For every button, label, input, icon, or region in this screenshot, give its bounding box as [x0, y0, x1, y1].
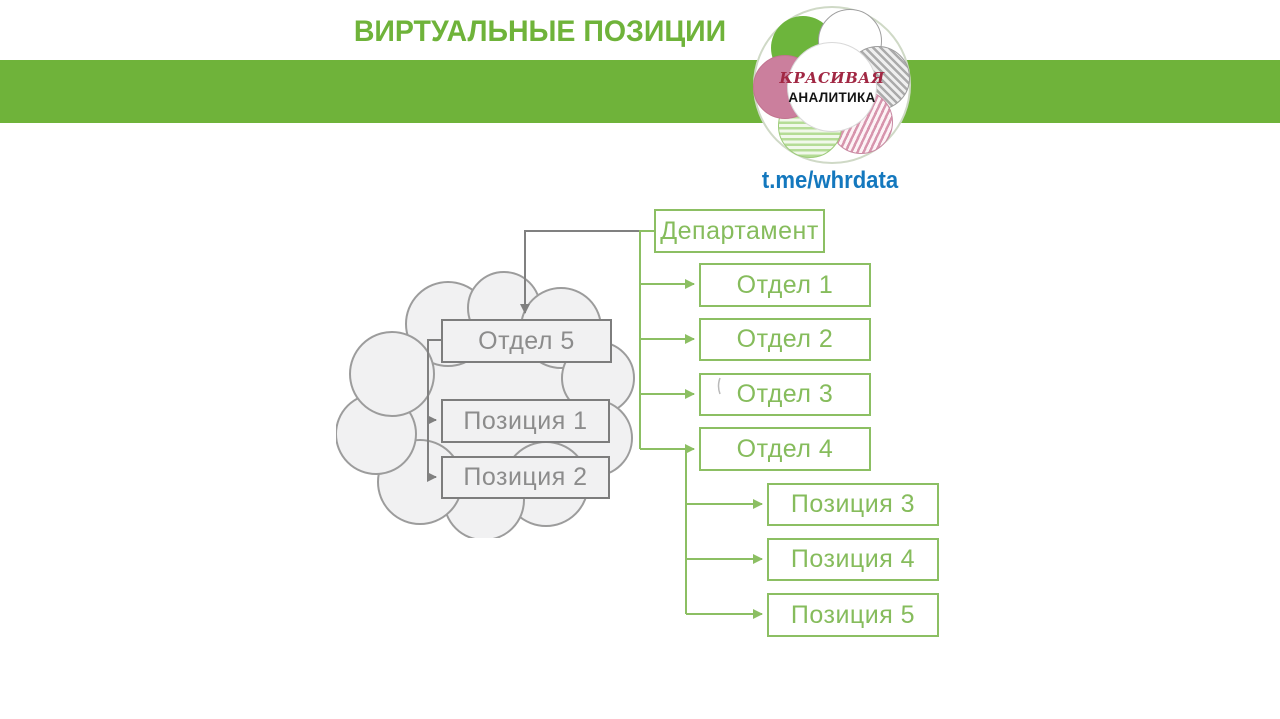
org-box-label: Отдел 4: [736, 434, 834, 463]
gray-connectors: [427, 230, 654, 482]
org-box-label: Отдел 3: [736, 380, 834, 408]
org-box-otdel-2: Отдел 2: [699, 318, 871, 361]
org-box-label: Отдел 1: [736, 270, 834, 299]
org-box-label: Департамент: [660, 216, 819, 245]
virtual-box-otdel-5: Отдел 5: [441, 319, 612, 363]
telegram-link[interactable]: t.me/whrdata: [761, 167, 899, 194]
logo-word-top: КРАСИВАЯ: [779, 69, 885, 87]
org-box-label: Позиция 4: [790, 545, 916, 573]
logo-center-circle: КРАСИВАЯ АНАЛИТИКА: [779, 42, 884, 132]
page-title: ВИРТУАЛЬНЫЕ ПОЗИЦИИ: [353, 15, 727, 48]
org-box-position-5: Позиция 5: [767, 593, 939, 637]
org-box-otdel-4: Отдел 4: [699, 427, 871, 471]
org-box-label: Позиция 1: [463, 406, 588, 435]
logo-word-bottom: АНАЛИТИКА: [788, 90, 876, 105]
org-box-label: Отдел 5: [478, 326, 575, 355]
org-box-label: Позиция 5: [790, 600, 916, 629]
org-box-position-3: Позиция 3: [767, 483, 939, 526]
green-connectors: [639, 230, 763, 619]
org-box-department: Департамент: [654, 209, 825, 253]
org-box-otdel-1: Отдел 1: [699, 263, 871, 307]
virtual-box-position-1: Позиция 1: [441, 399, 610, 443]
org-box-label: Отдел 2: [736, 325, 834, 353]
virtual-box-position-2: Позиция 2: [441, 456, 610, 499]
org-box-position-4: Позиция 4: [767, 538, 939, 581]
org-box-otdel-3: Отдел 3: [699, 373, 871, 416]
brand-logo: КРАСИВАЯ АНАЛИТИКА: [753, 6, 911, 164]
green-banner: [0, 60, 1280, 123]
org-box-label: Позиция 2: [463, 463, 588, 491]
org-box-label: Позиция 3: [790, 490, 916, 518]
